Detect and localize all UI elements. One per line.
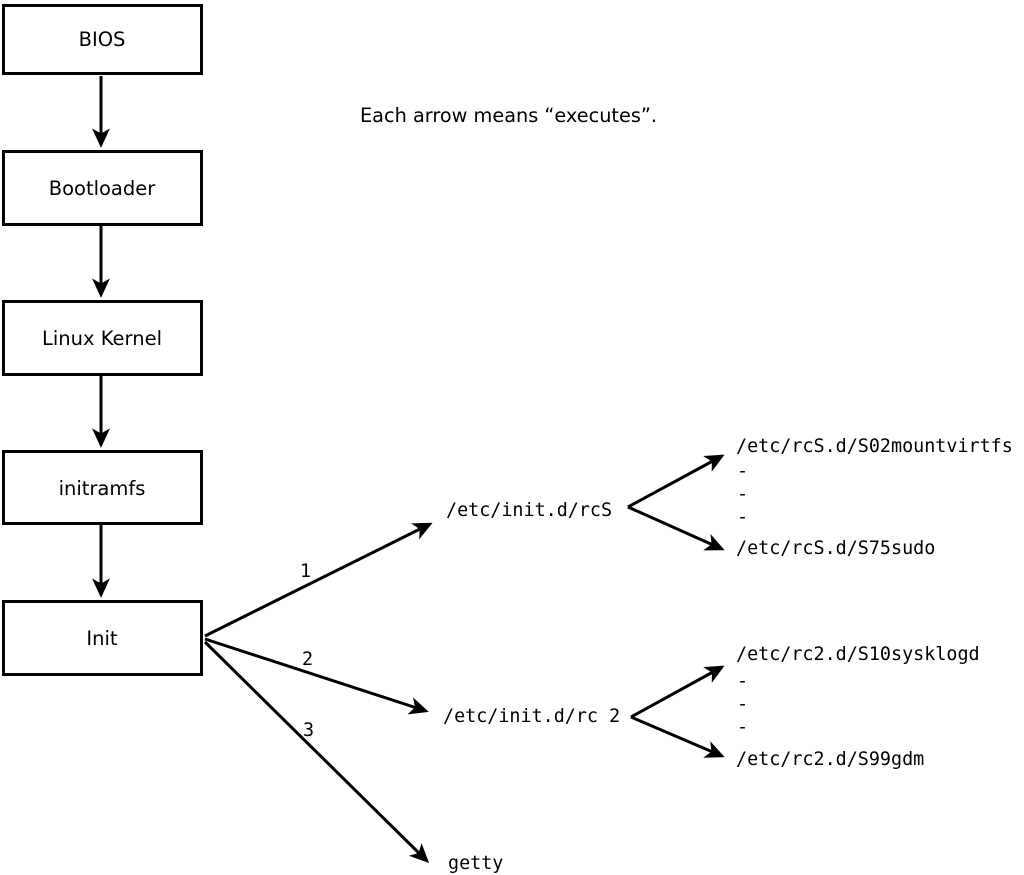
arrow-init-to-rc2 — [204, 637, 429, 715]
diagram-caption: Each arrow means “executes”. — [360, 104, 657, 127]
node-bios: BIOS — [2, 4, 203, 75]
node-linux-kernel-label: Linux Kernel — [42, 327, 162, 350]
rc2-last-script-label: /etc/rc2.d/S99gdm — [736, 749, 924, 770]
node-bootloader-box — [2, 150, 203, 226]
rcS-gap-dash-1: - — [737, 461, 748, 482]
branch-3-number: 3 — [303, 720, 314, 741]
rcS-last-script-label: /etc/rcS.d/S75sudo — [736, 538, 935, 559]
node-linux-kernel: Linux Kernel — [2, 300, 203, 376]
rc2-first-script-label: /etc/rc2.d/S10sysklogd — [736, 644, 980, 665]
branch-2: 2 /etc/init.d/rc 2 — [204, 637, 620, 727]
node-bios-box — [2, 4, 203, 75]
branch-3-target-label: getty — [448, 853, 503, 874]
rcS-gap-dash-3: - — [737, 507, 748, 528]
branch-1: 1 /etc/init.d/rcS — [204, 500, 612, 638]
node-bootloader: Bootloader — [2, 150, 203, 226]
rcS-gap-dash-2: - — [737, 484, 748, 505]
node-init-label: Init — [86, 627, 118, 650]
rcS-fanout: /etc/rcS.d/S02mountvirtfs - - - /etc/rcS… — [627, 436, 1013, 559]
branch-3: 3 getty — [203, 640, 503, 874]
branch-1-number: 1 — [300, 561, 311, 582]
rcS-first-script-label: /etc/rcS.d/S02mountvirtfs — [736, 436, 1013, 457]
node-initramfs-label: initramfs — [59, 477, 146, 500]
node-init: Init — [2, 600, 203, 676]
arrow-rc2-to-last-script — [630, 715, 725, 758]
rc2-gap-dash-2: - — [737, 694, 748, 715]
rc2-gap-dash-3: - — [737, 717, 748, 738]
node-initramfs: initramfs — [2, 450, 203, 525]
node-init-box — [2, 600, 203, 676]
branch-1-target-label: /etc/init.d/rcS — [446, 500, 612, 521]
rc2-fanout: /etc/rc2.d/S10sysklogd - - - /etc/rc2.d/… — [630, 644, 980, 770]
arrow-rcS-to-last-script — [627, 505, 725, 551]
branch-2-number: 2 — [302, 649, 313, 670]
node-initramfs-box — [2, 450, 203, 525]
node-bootloader-label: Bootloader — [49, 177, 157, 200]
arrow-rc2-to-first-script — [630, 665, 725, 719]
branch-2-target-label: /etc/init.d/rc 2 — [443, 706, 620, 727]
rc2-gap-dash-1: - — [737, 671, 748, 692]
node-bios-label: BIOS — [79, 28, 126, 51]
arrow-rcS-to-first-script — [627, 454, 725, 509]
arrow-init-to-getty — [203, 640, 430, 864]
arrow-init-to-rcS — [204, 522, 433, 638]
node-linux-kernel-box — [2, 300, 203, 376]
